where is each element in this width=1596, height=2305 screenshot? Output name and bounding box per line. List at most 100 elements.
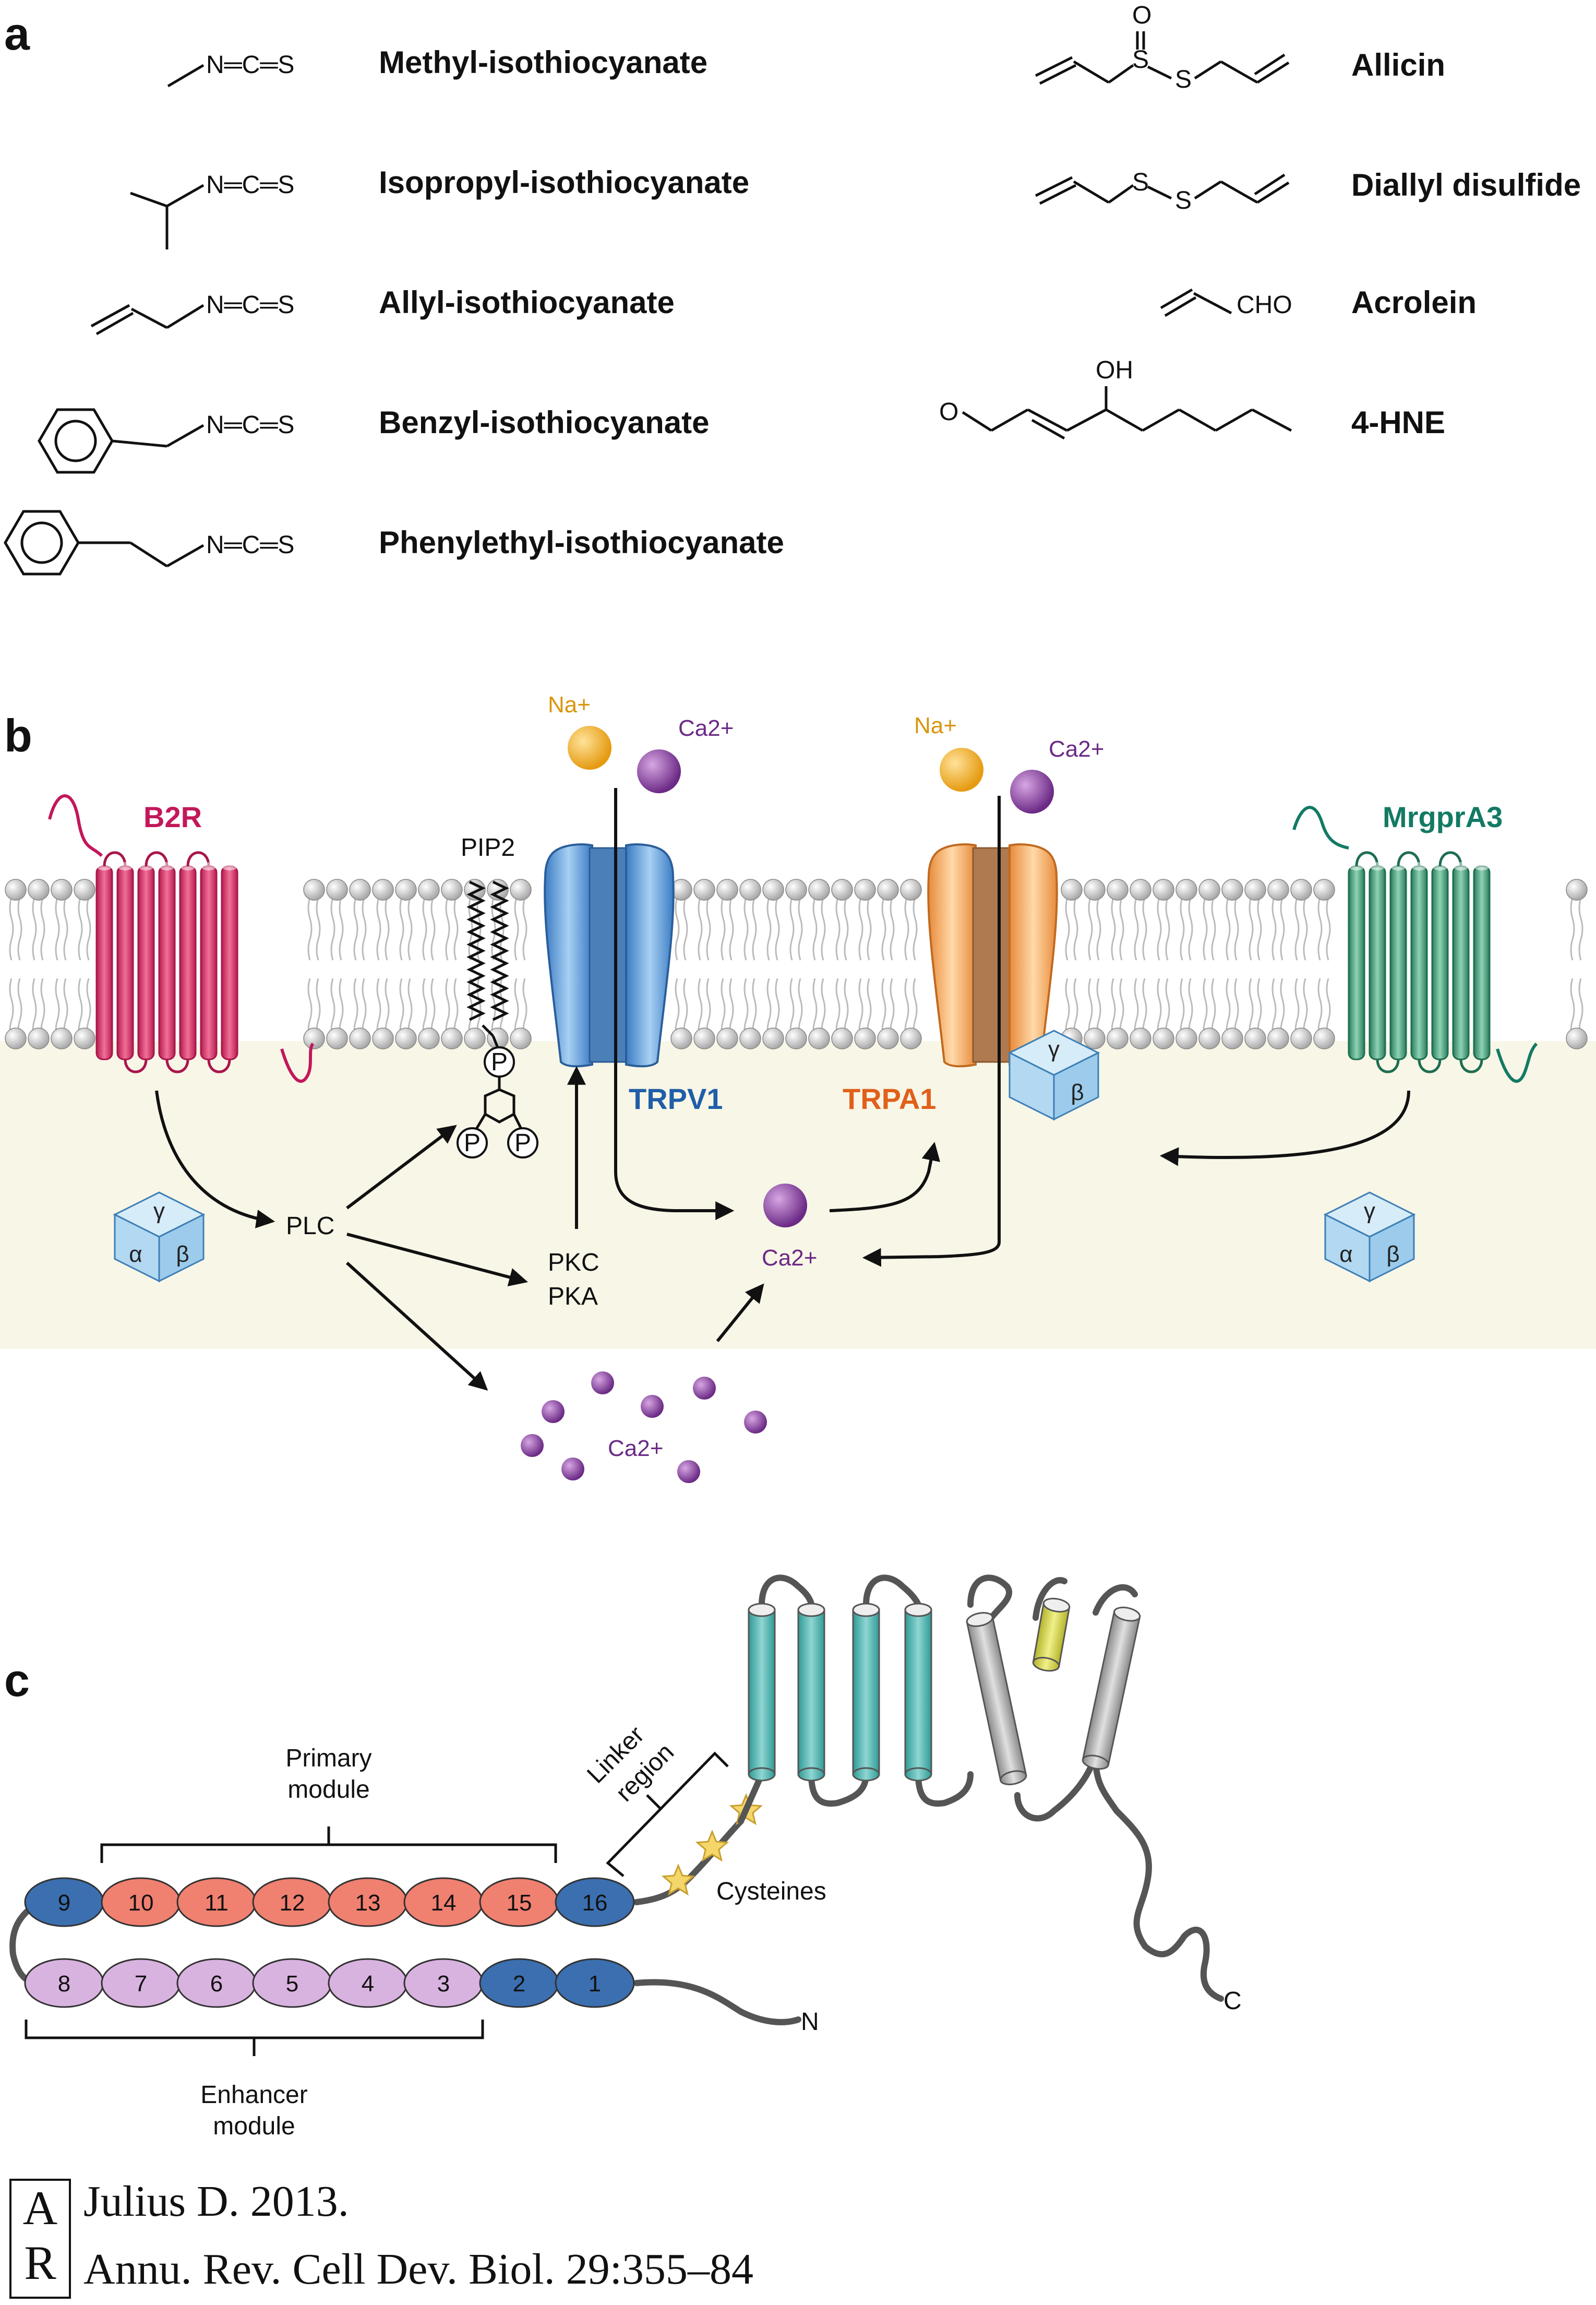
ankyrin-label-1: 1 — [589, 1971, 601, 1997]
compound-name-diallyl-disulfide: Diallyl disulfide — [1351, 168, 1581, 202]
ankyrin-repeat-16 — [555, 1877, 635, 1927]
panel-a-letter: a — [4, 8, 30, 59]
compound-name-allicin: Allicin — [1351, 47, 1445, 82]
ankyrin-label-5: 5 — [286, 1971, 298, 1997]
4-hne-oh: OH — [1096, 356, 1133, 384]
trpv1-ca-label: Ca2+ — [678, 715, 734, 741]
mrgpra3-label: MrgprA3 — [1383, 801, 1503, 833]
diallyl-disulfide-structure — [1035, 173, 1290, 205]
g-subunit-alpha: α — [1339, 1241, 1352, 1267]
ip3-phosphate-1: P — [464, 1129, 481, 1157]
benzyl-ncs-atoms: N═C═S — [206, 411, 294, 439]
4-hne-o-atom: O — [939, 398, 958, 426]
enhancer-module-bracket — [25, 2020, 484, 2056]
trpv1-ion-flow — [614, 788, 735, 1220]
ankyrin-label-13: 13 — [355, 1890, 381, 1916]
pkc-label: PKC — [548, 1249, 599, 1276]
pka-label: PKA — [548, 1283, 598, 1310]
isopropyl-isothiocyanate-structure — [130, 184, 205, 249]
compound-name-acrolein: Acrolein — [1351, 285, 1477, 320]
acrolein-cho: CHO — [1237, 291, 1292, 319]
g-subunit-gamma: γ — [153, 1198, 165, 1224]
panel-b: b B2R MrgprA3 — [0, 692, 1596, 1483]
trpa1-ca-label: Ca2+ — [1049, 736, 1104, 762]
enhancer-module-label-line1: Enhancer — [200, 2081, 307, 2109]
g-protein-cube-right: γα β — [1323, 1191, 1416, 1283]
b2r-label: B2R — [143, 801, 202, 833]
ankyrin-label-15: 15 — [507, 1890, 532, 1916]
n-terminus-label: N — [801, 2008, 819, 2036]
panel-b-letter: b — [4, 710, 32, 761]
allyl-ncs-atoms: N═C═S — [206, 291, 294, 319]
c-terminus-label: C — [1223, 1987, 1242, 2015]
compound-name-phenylethyl: Phenylethyl-isothiocyanate — [379, 525, 784, 560]
ankyrin-label-14: 14 — [431, 1890, 457, 1916]
linker-region-bracket — [606, 1751, 729, 1877]
primary-module-label-line2: module — [287, 1776, 369, 1804]
intracellular-ca-label: Ca2+ — [762, 1245, 817, 1271]
disulfide-s1-atom: S — [1132, 169, 1149, 196]
pip2-phosphate: P — [491, 1048, 508, 1076]
g-protein-cube-left: γα β — [113, 1191, 206, 1283]
ankyrin-label-16: 16 — [582, 1890, 608, 1916]
citation-line-2: Annu. Rev. Cell Dev. Biol. 29:355–84 — [83, 2245, 754, 2294]
compound-name-benzyl: Benzyl-isothiocyanate — [379, 405, 710, 440]
ankyrin-label-9: 9 — [58, 1890, 70, 1916]
trpa1-sodium-ion — [940, 748, 983, 792]
pip2-molecule — [457, 880, 538, 1159]
store-ca-label: Ca2+ — [608, 1436, 663, 1461]
trpv1-calcium-ion — [637, 749, 681, 793]
b2r-receptor — [48, 794, 315, 1083]
g-subunit-gamma: γ — [1364, 1198, 1375, 1224]
allicin-o-atom: O — [1132, 2, 1151, 29]
phenylethyl-isothiocyanate-structure — [4, 510, 205, 576]
compound-name-isopropyl: Isopropyl-isothiocyanate — [379, 165, 749, 200]
cysteine-star — [661, 1864, 695, 1896]
g-subunit-gamma: γ — [1048, 1036, 1060, 1062]
disulfide-s2-atom: S — [1175, 187, 1192, 214]
ankyrin-label-11: 11 — [205, 1890, 229, 1916]
ankyrin-label-6: 6 — [210, 1971, 223, 1997]
mrgpra3-receptor — [1292, 806, 1538, 1083]
compound-name-4-hne: 4-HNE — [1351, 405, 1445, 440]
transmembrane-domain — [738, 1574, 1224, 2002]
acrolein-structure — [1160, 288, 1232, 317]
g-subunit-beta: β — [1386, 1241, 1399, 1267]
primary-module-bracket — [100, 1826, 557, 1863]
panel-a: a N═C═S Methyl-isothiocyanate N═C═S Isop… — [4, 2, 1581, 576]
calcium-store — [521, 1371, 767, 1483]
trpa1-label: TRPA1 — [843, 1082, 936, 1115]
trpv1-label: TRPV1 — [629, 1082, 723, 1115]
methyl-isothiocyanate-structure — [167, 64, 205, 88]
g-subunit-beta: β — [1071, 1080, 1084, 1105]
ankyrin-label-4: 4 — [362, 1971, 374, 1997]
benzyl-isothiocyanate-structure — [38, 408, 205, 474]
trpa1-calcium-ion — [1010, 770, 1054, 814]
trpv1-channel — [544, 843, 675, 1068]
allicin-s2-atom: S — [1175, 66, 1192, 93]
ankyrin-label-7: 7 — [135, 1971, 147, 1997]
trpv1-sodium-ion — [568, 726, 611, 770]
allyl-isothiocyanate-structure — [90, 304, 205, 336]
ankyrin-label-3: 3 — [437, 1971, 450, 1997]
signaling-arrows — [155, 1066, 1410, 1391]
g-subunit-alpha: α — [129, 1241, 142, 1267]
citation-line-1: Julius D. 2013. — [83, 2177, 349, 2226]
allicin-s1-atom: S — [1132, 46, 1149, 74]
methyl-ncs-atoms: N═C═S — [206, 51, 294, 79]
trpa1-na-label: Na+ — [914, 713, 957, 738]
ankyrin-label-12: 12 — [280, 1890, 305, 1916]
trpa1-ion-flow — [862, 796, 1001, 1267]
isopropyl-ncs-atoms: N═C═S — [206, 171, 294, 199]
plc-label: PLC — [286, 1212, 334, 1240]
logo-a: A — [22, 2181, 58, 2235]
cysteine-star — [695, 1830, 729, 1862]
panel-c-letter: c — [4, 1654, 30, 1706]
g-subunit-beta: β — [176, 1241, 189, 1267]
primary-module-label-line1: Primary — [285, 1745, 371, 1772]
trpa1-channel — [927, 843, 1058, 1068]
